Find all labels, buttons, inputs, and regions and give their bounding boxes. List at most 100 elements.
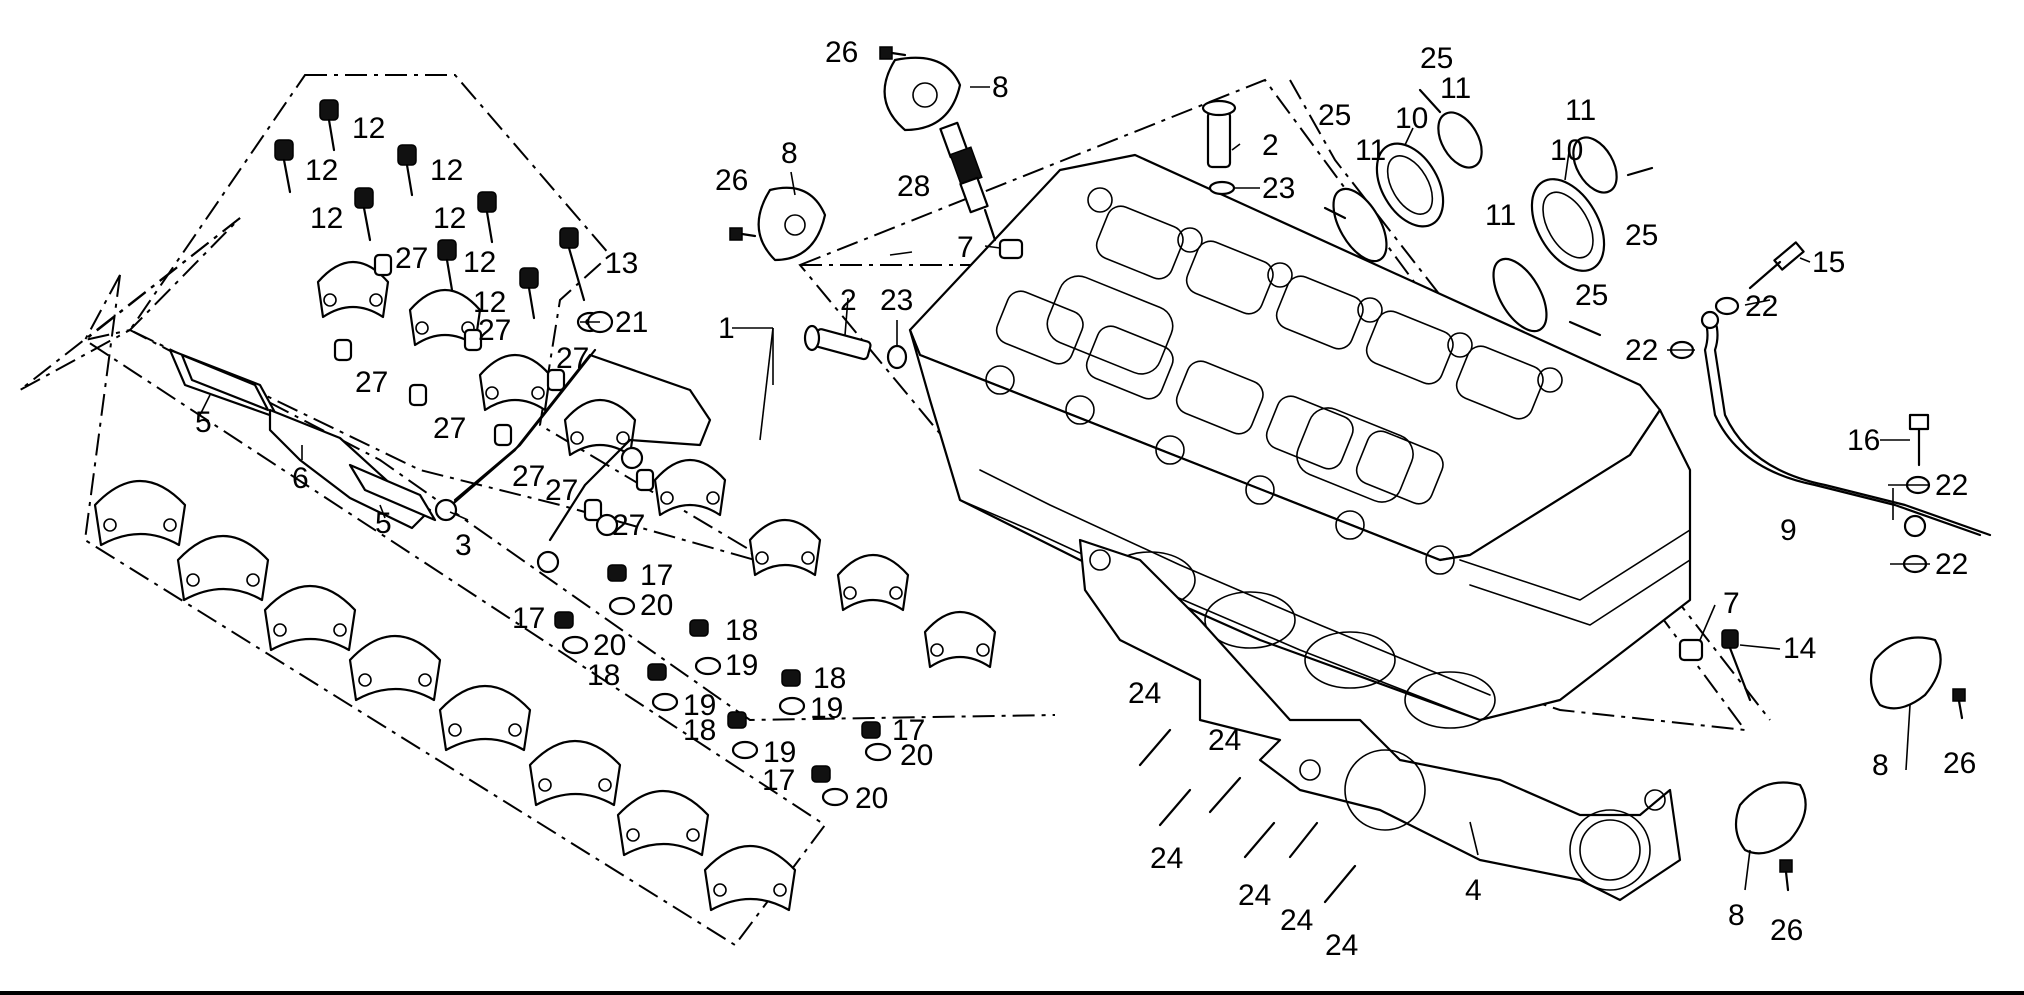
callout-24: 24 — [1150, 842, 1183, 875]
oil-hose — [1700, 310, 1992, 538]
callout-12: 12 — [352, 112, 385, 145]
washer — [731, 740, 759, 760]
washer — [561, 635, 589, 655]
bolt-26b — [729, 227, 757, 241]
upper-cam-caps — [316, 260, 997, 669]
bolt-15 — [1748, 241, 1805, 290]
callout-7: 7 — [1723, 587, 1740, 620]
studs — [1138, 728, 1357, 904]
screw-25a — [1418, 88, 1442, 114]
callout-1: 1 — [718, 312, 735, 345]
callout-20: 20 — [900, 739, 933, 772]
callout-23: 23 — [880, 284, 913, 317]
callout-11: 11 — [1355, 134, 1386, 167]
dowel — [373, 253, 393, 277]
nut — [647, 663, 667, 681]
callout-19: 19 — [725, 649, 758, 682]
callout-6: 6 — [292, 462, 309, 495]
callout-3: 3 — [455, 529, 472, 562]
callout-18: 18 — [683, 714, 716, 747]
dowel — [408, 383, 428, 407]
nut — [607, 564, 627, 582]
callout-25: 25 — [1318, 99, 1351, 132]
guide-tube-2-top — [1201, 99, 1237, 169]
cap-7-right — [1678, 638, 1704, 662]
screw-25b — [1323, 206, 1347, 220]
callout-8: 8 — [1728, 899, 1745, 932]
head-gasket — [1078, 538, 1682, 902]
callout-25: 25 — [1625, 219, 1658, 252]
nut — [554, 611, 574, 629]
cam-bays — [995, 205, 1544, 505]
callout-26: 26 — [825, 36, 858, 69]
bolt-14 — [1721, 629, 1752, 702]
callout-10: 10 — [1550, 134, 1583, 167]
callout-12: 12 — [305, 154, 338, 187]
nut — [781, 669, 801, 687]
cap-bolts — [274, 99, 655, 522]
cover-plate-8-left — [757, 186, 827, 262]
cam-cap — [408, 288, 482, 347]
lower-cap-boundary — [83, 274, 827, 947]
callout-11: 11 — [1485, 199, 1516, 232]
insulator-10a — [1375, 142, 1445, 228]
bolt — [397, 144, 417, 197]
cam-cap — [616, 790, 710, 857]
callout-24: 24 — [1128, 677, 1161, 710]
callout-2: 2 — [1262, 129, 1279, 162]
cap-7-left — [998, 238, 1024, 260]
callout-27: 27 — [395, 242, 428, 275]
dowel — [493, 423, 513, 447]
nuts-washers — [554, 564, 892, 807]
clamp-11b — [1437, 111, 1483, 169]
callout-9: 9 — [1780, 514, 1797, 547]
callout-11: 11 — [1565, 94, 1596, 127]
dowel — [546, 368, 566, 392]
cam-cap — [653, 458, 727, 517]
insulator-10b — [1530, 178, 1606, 272]
bolt — [477, 191, 497, 244]
bottom-rule — [0, 991, 2024, 995]
bolt-26 — [879, 46, 907, 60]
callout-19: 19 — [810, 692, 843, 725]
oring-23-top — [1208, 180, 1236, 196]
gasket-5b — [348, 463, 437, 522]
callout-22: 22 — [1935, 548, 1968, 581]
head-fin-2 — [979, 469, 1491, 696]
callout-13: 13 — [605, 247, 638, 280]
callout-26: 26 — [1770, 914, 1803, 947]
washer — [694, 656, 722, 676]
callout-20: 20 — [855, 782, 888, 815]
head-fin-4 — [1469, 559, 1691, 626]
spark-plug — [939, 121, 997, 242]
top-components — [729, 46, 1704, 662]
cam-cap — [263, 585, 357, 652]
callout-27: 27 — [545, 474, 578, 507]
washer — [608, 596, 636, 616]
head-body — [908, 328, 1692, 722]
cam-cap — [748, 518, 822, 577]
callout-24: 24 — [1208, 724, 1241, 757]
callout-8: 8 — [992, 71, 1009, 104]
callout-19: 19 — [683, 689, 716, 722]
clamp-11c — [1492, 257, 1548, 333]
bolt — [274, 139, 294, 194]
callout-8: 8 — [1872, 749, 1889, 782]
cam-cap — [563, 398, 637, 457]
callout-12: 12 — [473, 286, 506, 319]
callout-26: 26 — [1943, 747, 1976, 780]
bolt-16 — [1908, 413, 1930, 467]
leader-lines — [199, 86, 1930, 891]
callout-22: 22 — [1745, 290, 1778, 323]
lower-cam-caps — [93, 480, 797, 912]
oring-23-left — [886, 344, 908, 370]
guide-tube-2-left — [803, 324, 872, 361]
exhaust-ports — [1104, 551, 1496, 729]
bolt-26-right — [1952, 688, 1966, 720]
callout-18: 18 — [725, 614, 758, 647]
callout-22: 22 — [1625, 334, 1658, 367]
screw-25c — [1626, 166, 1654, 177]
callout-5: 5 — [195, 406, 212, 439]
callout-27: 27 — [433, 412, 466, 445]
cam-cap — [923, 610, 997, 669]
